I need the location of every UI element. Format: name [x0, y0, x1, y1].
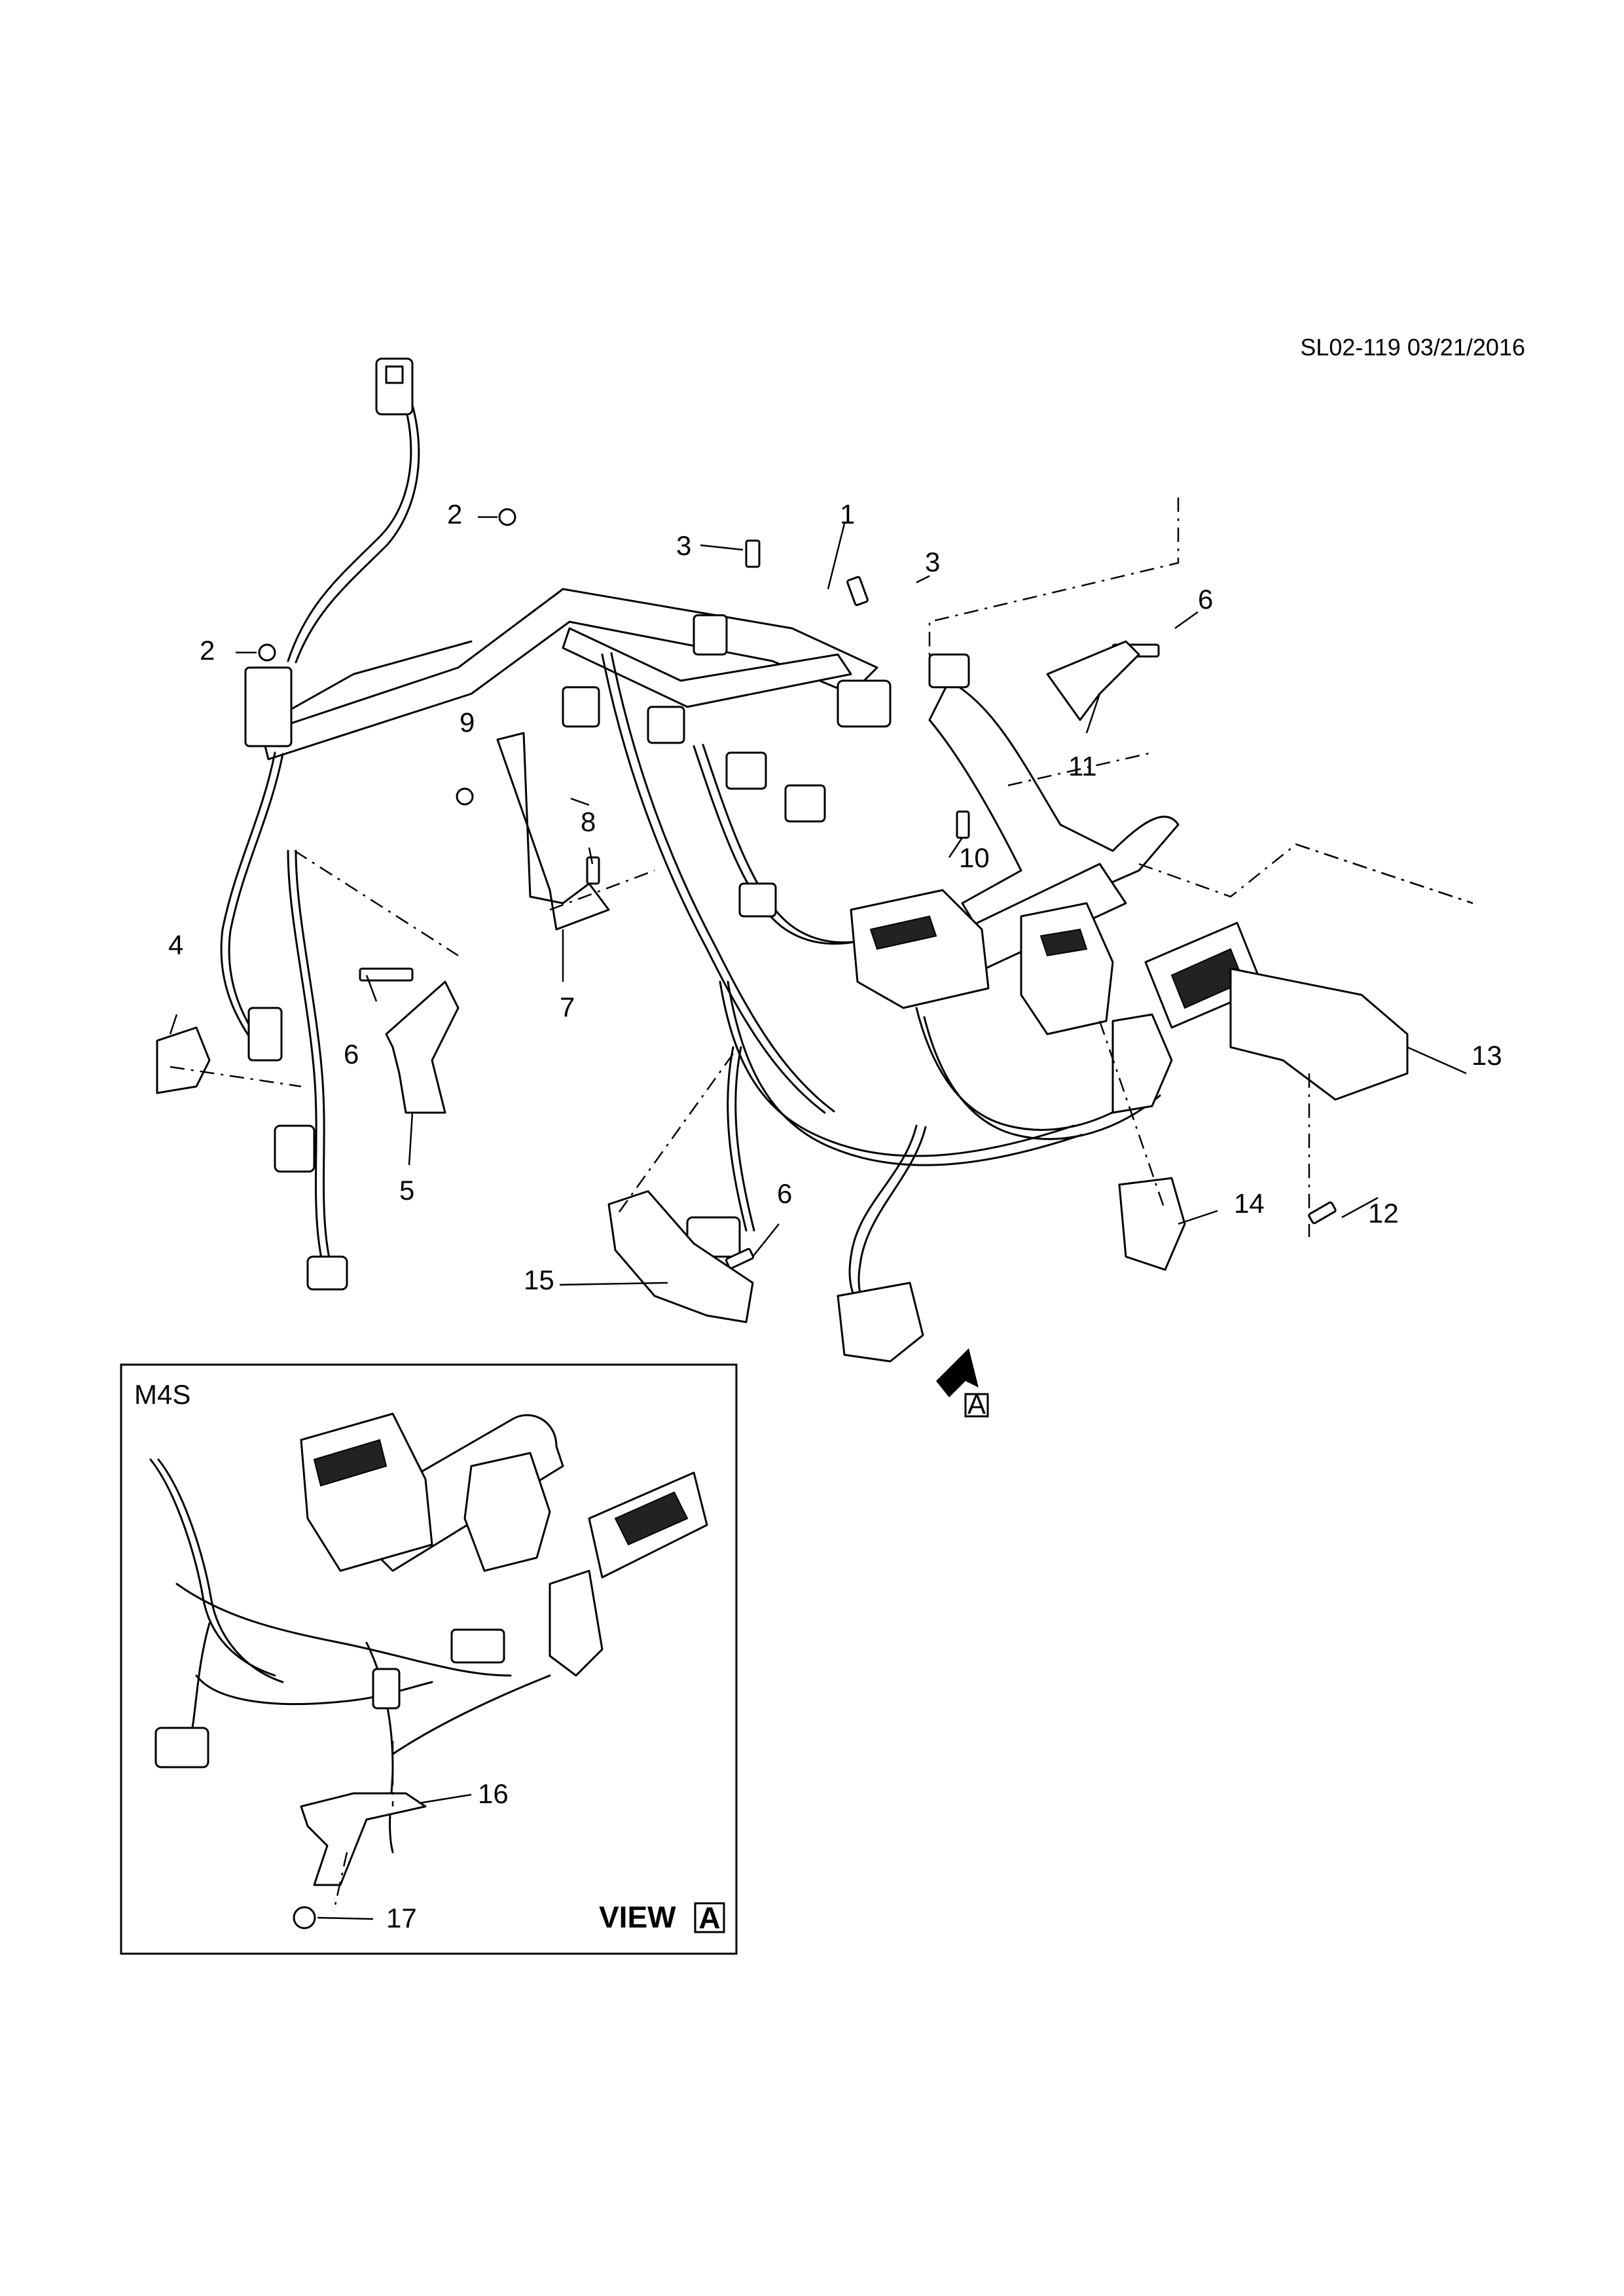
- bracket-icon: [156, 1026, 211, 1094]
- bolt-icon: [846, 576, 869, 606]
- grommet-icon: [1111, 1013, 1173, 1114]
- callout-15: 15: [524, 1265, 554, 1295]
- connector-icon: [154, 1727, 209, 1768]
- callout-9: 9: [460, 707, 475, 738]
- clip-icon: [837, 679, 892, 728]
- connector-icon: [738, 882, 777, 918]
- view-letter: A: [698, 1901, 720, 1935]
- bracket-icon: [496, 732, 610, 931]
- connector-icon: [247, 1007, 283, 1062]
- callout-8: 8: [581, 806, 596, 837]
- callout-11: 11: [1068, 751, 1097, 781]
- ecm-connector-icon: [1020, 902, 1114, 1035]
- view-letter-box: [694, 1902, 725, 1933]
- callout-16: 16: [478, 1778, 509, 1809]
- connector-icon: [244, 666, 293, 747]
- nut-icon: [258, 643, 276, 662]
- callout-6b: 6: [344, 1039, 359, 1069]
- bracket-icon: [1229, 967, 1409, 1101]
- callout-12: 12: [1368, 1198, 1399, 1229]
- callout-14: 14: [1234, 1188, 1265, 1219]
- nut-icon: [498, 508, 516, 526]
- bolt-icon: [745, 539, 761, 568]
- bracket-icon: [607, 1190, 754, 1323]
- callout-3a: 3: [676, 530, 691, 561]
- callout-7: 7: [560, 992, 575, 1022]
- connector-icon: [562, 686, 600, 728]
- clip-icon: [693, 614, 728, 656]
- callout-13: 13: [1471, 1040, 1502, 1071]
- connector-icon: [647, 706, 685, 744]
- bolt-icon: [586, 856, 600, 885]
- bolt-icon: [956, 810, 970, 839]
- inset-frame: [120, 1363, 738, 1955]
- callout-3b: 3: [925, 547, 940, 577]
- connector-icon: [784, 784, 826, 823]
- callout-17: 17: [386, 1903, 417, 1933]
- connector-icon: [450, 1628, 505, 1664]
- callout-4: 4: [168, 929, 183, 960]
- view-label: VIEW: [599, 1900, 676, 1934]
- callout-6c: 6: [777, 1178, 792, 1209]
- inset-variant-label: M4S: [134, 1379, 190, 1410]
- ecm-connector-icon: [463, 1452, 551, 1572]
- harness-conduit: [928, 679, 1180, 937]
- callout-2a: 2: [447, 499, 462, 529]
- bolt-icon: [725, 1247, 755, 1270]
- callout-5: 5: [399, 1175, 414, 1206]
- connector-icon: [837, 1282, 924, 1363]
- callout-10: 10: [959, 842, 990, 873]
- wiring-harness: [220, 357, 1265, 1363]
- connector-icon: [725, 751, 767, 790]
- callout-2b: 2: [200, 635, 215, 666]
- harness-upper-bundle: [562, 627, 852, 708]
- connector-icon: [274, 1124, 316, 1173]
- connector-icon: [306, 1255, 348, 1291]
- callout-1: 1: [840, 499, 855, 529]
- bolt-icon: [456, 787, 474, 806]
- bolt-icon: [293, 1906, 316, 1929]
- view-arrow-icon: A: [936, 1348, 989, 1420]
- connector-icon: [385, 365, 404, 384]
- grommet-icon: [549, 1570, 604, 1677]
- ecm-connector-icon: [850, 889, 990, 1009]
- bracket-icon: [1118, 1177, 1186, 1271]
- bolt-icon: [1308, 1201, 1337, 1225]
- callout-6a: 6: [1198, 584, 1213, 615]
- bracket-icon: [1046, 640, 1140, 721]
- bolt-icon: [359, 967, 414, 982]
- bracket-icon: [300, 1792, 427, 1886]
- drawing-reference: SL02-119 03/21/2016: [1300, 334, 1525, 361]
- clip-icon: [928, 653, 970, 689]
- clip-icon: [372, 1668, 401, 1710]
- svg-text:A: A: [967, 1389, 986, 1420]
- inset-view-a: M4S 16 17 VIEW A: [120, 1363, 738, 1955]
- bracket-icon: [385, 980, 460, 1114]
